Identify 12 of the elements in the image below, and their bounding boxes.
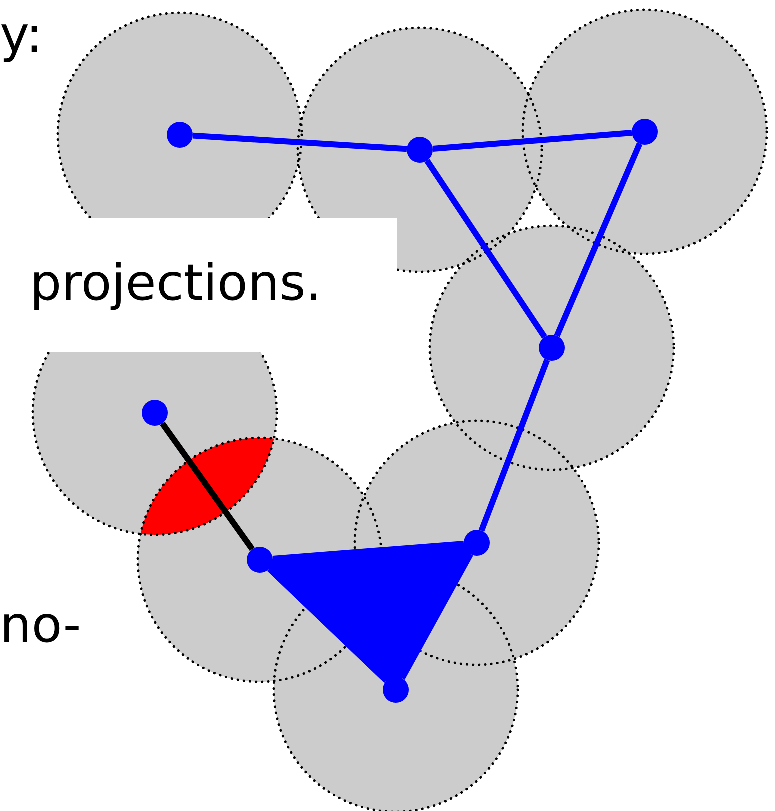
slide-text: no- xyxy=(0,600,82,650)
edge-line xyxy=(160,422,255,552)
slide-text: y: xyxy=(0,10,43,60)
slide-text: projections. xyxy=(30,258,322,308)
edge-line xyxy=(432,130,632,152)
edge-line xyxy=(400,552,474,680)
edge-line xyxy=(478,359,550,532)
edge-line xyxy=(554,142,643,338)
edge-line xyxy=(424,159,548,339)
edge-line xyxy=(192,132,408,152)
edge-line xyxy=(267,566,389,684)
edge-line xyxy=(272,541,464,562)
